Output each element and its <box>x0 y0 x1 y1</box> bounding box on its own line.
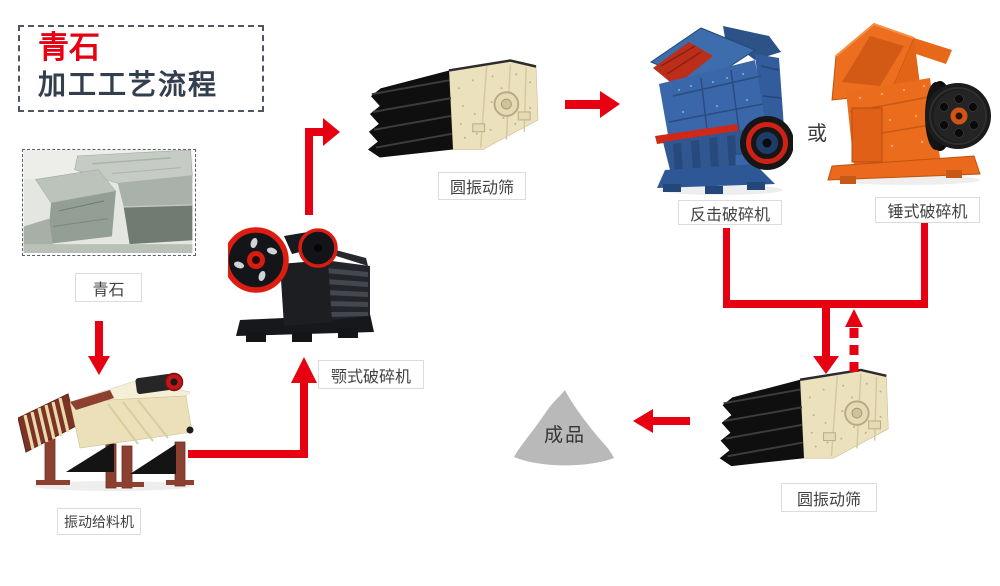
connector-crushers-to-screen <box>723 221 928 374</box>
label-vibrating-feeder: 振动给料机 <box>57 508 141 535</box>
title-box: 青石 加工工艺流程 <box>18 25 264 112</box>
hammer-crusher-image <box>827 22 991 185</box>
title-accent-line: 青石 <box>38 30 100 66</box>
label-screen-top: 圆振动筛 <box>438 172 526 200</box>
arrow-jaw-to-screen <box>305 118 340 215</box>
arrow-screen-to-product <box>633 409 690 433</box>
finished-product-pile <box>514 390 614 466</box>
label-finished-product: 成品 <box>543 423 586 446</box>
title-main-line: 加工工艺流程 <box>38 68 219 102</box>
label-raw-material: 青石 <box>75 273 142 302</box>
vibrating-feeder-image <box>18 372 194 491</box>
label-jaw-crusher: 颚式破碎机 <box>318 360 424 389</box>
arrow-raw-to-feeder <box>88 321 110 375</box>
circular-vibrating-screen-top-image <box>367 59 539 158</box>
arrow-screen-to-impact <box>565 91 620 118</box>
impact-crusher-image <box>649 26 793 195</box>
arrow-feeder-to-jaw <box>188 357 317 458</box>
circular-vibrating-screen-bottom-image <box>719 368 889 467</box>
arrow-recirculation-dashed <box>845 309 863 372</box>
or-text: 或 <box>807 120 827 145</box>
limestone-rocks-image <box>23 150 193 253</box>
label-screen-bottom: 圆振动筛 <box>781 483 877 512</box>
jaw-crusher-image <box>228 227 374 342</box>
limestone-photo <box>22 149 196 256</box>
label-hammer-crusher: 锤式破碎机 <box>875 197 980 223</box>
label-impact-crusher: 反击破碎机 <box>678 200 782 225</box>
